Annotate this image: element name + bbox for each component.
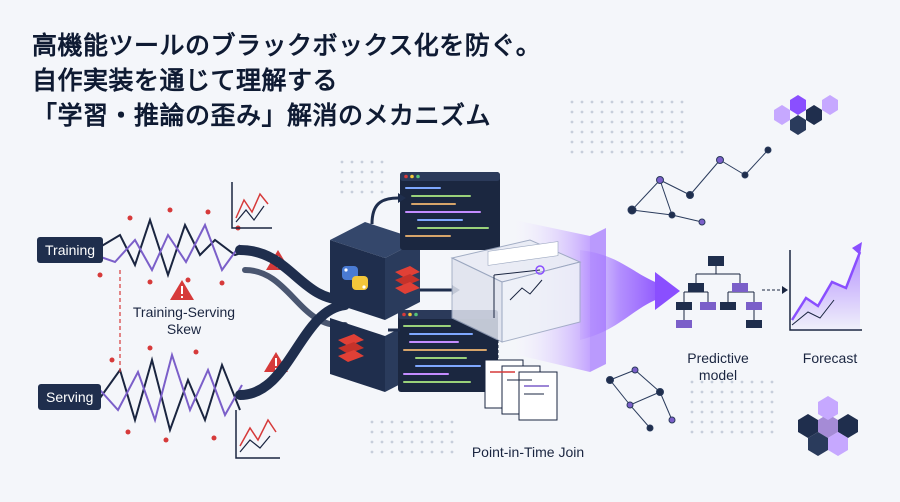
mini-chart-bottom [235,410,280,459]
decision-tree-icon [676,256,762,328]
title-line-2: 自作実装を通じて理解する [32,66,339,95]
serving-signal [99,345,243,443]
point-in-time-join-label: Point-in-Time Join [471,444,585,460]
dot-field-bottom [365,380,780,455]
warning-icon [170,280,194,300]
mini-chart-top [231,182,272,229]
serving-label: Serving [38,384,102,410]
join-cube [450,239,582,343]
forecast-label: Forecast [802,350,858,366]
skew-label-line-2: Skew [166,321,202,337]
model-to-forecast-arrow [782,286,788,294]
pit-documents [484,340,558,421]
training-signal [94,207,251,286]
python-logo-icon [342,266,368,290]
code-window-top [400,172,500,250]
network-graph-icon [627,146,772,226]
predictive-model-label: Predictive model [678,350,758,384]
redis-logo-icon [338,334,364,362]
input-streams [235,245,350,400]
network-graph-icon [606,366,676,432]
skew-label-line-1: Training-Serving [132,304,236,320]
title-line-1: 高機能ツールのブラックボックス化を防ぐ。 [32,31,542,60]
skew-label: Training-Serving Skew [128,304,240,338]
predictive-model-label-line-2: model [698,367,738,383]
hexagon-cluster-icon [774,95,838,135]
redis-logo-icon [395,266,420,294]
purple-output-flow [580,250,680,340]
page-title: 高機能ツールのブラックボックス化を防ぐ。 自作実装を通じて理解する 「学習・推論… [32,28,592,133]
training-label: Training [37,237,104,263]
dot-field-left [340,160,390,200]
hexagon-cluster-icon [798,396,858,456]
forecast-chart-icon [789,242,862,331]
dot-field-top [570,100,690,160]
predictive-model-label-line-1: Predictive [687,350,749,366]
title-line-3: 「学習・推論の歪み」解消のメカニズム [32,101,492,130]
